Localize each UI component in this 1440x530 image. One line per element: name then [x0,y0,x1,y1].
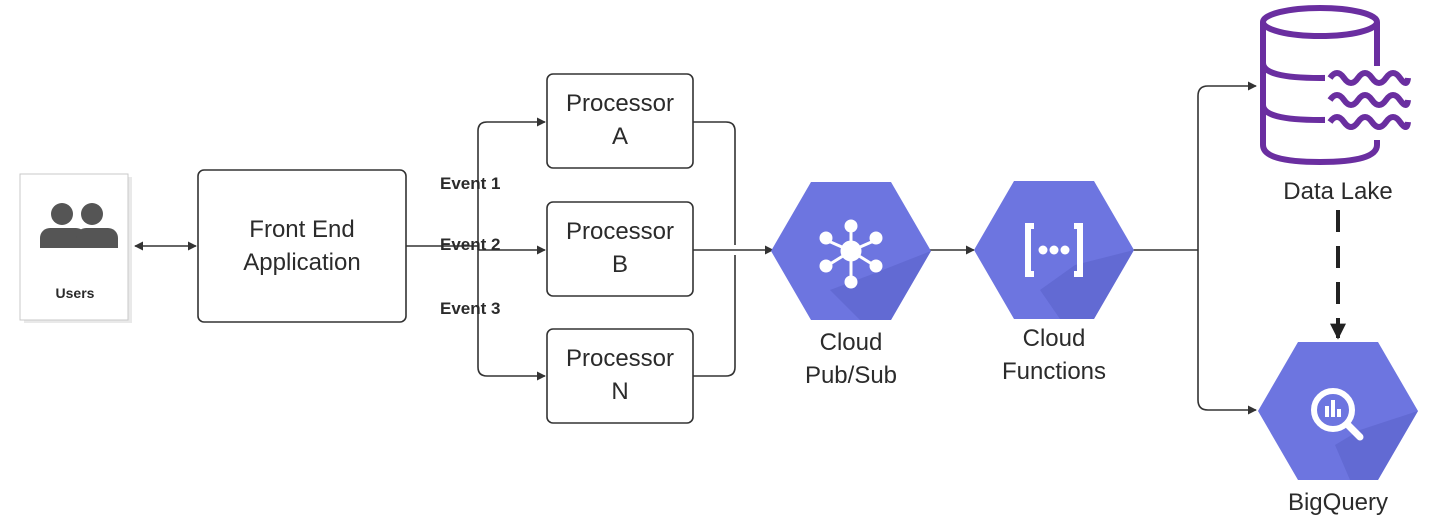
processor-n-label-line2: N [611,378,628,405]
cloud-functions-icon [1025,223,1083,277]
bigquery-label: BigQuery [1288,489,1388,516]
processor-b-label-line2: B [612,251,628,278]
event-2-label: Event 2 [440,235,500,254]
processor-n-label-line1: Processor [566,345,674,372]
pubsub-icon [819,219,883,289]
data-lake-label: Data Lake [1283,178,1392,205]
edge-to-data-lake [1197,81,1257,250]
bigquery-node: BigQuery [1258,342,1418,516]
edges [134,81,1346,415]
processor-b-label-line1: Processor [566,218,674,245]
front-end-label-line2: Application [243,249,360,276]
pubsub-label-line1: Cloud [820,329,883,356]
data-lake-icon [1260,5,1417,166]
users-label: Users [56,285,95,301]
front-end-label-line1: Front End [249,216,354,243]
functions-node: Cloud Functions [974,181,1134,385]
bigquery-icon [1311,388,1364,441]
pubsub-node: Cloud Pub/Sub [771,182,931,389]
event-3-label: Event 3 [440,299,500,318]
event-1-label: Event 1 [440,174,500,193]
edge-processor-n-out [693,255,736,377]
processor-a-node: Processor A [546,73,694,169]
functions-label-line2: Functions [1002,358,1106,385]
edge-event-bus [477,121,488,377]
users-node: Users [19,173,132,323]
pubsub-label-line2: Pub/Sub [805,362,897,389]
processor-a-label-line1: Processor [566,90,674,117]
data-lake-node: Data Lake [1260,5,1417,205]
event-labels: Event 1 Event 2 Event 3 [440,174,500,318]
users-icon [40,203,118,248]
processor-n-node: Processor N [546,328,694,424]
processor-b-node: Processor B [546,201,694,297]
functions-label-line1: Cloud [1023,325,1086,352]
processor-a-label-line2: A [612,123,628,150]
edge-processor-a-out [693,121,736,245]
front-end-node: Front End Application [197,169,407,323]
edge-to-bigquery [1197,250,1257,415]
